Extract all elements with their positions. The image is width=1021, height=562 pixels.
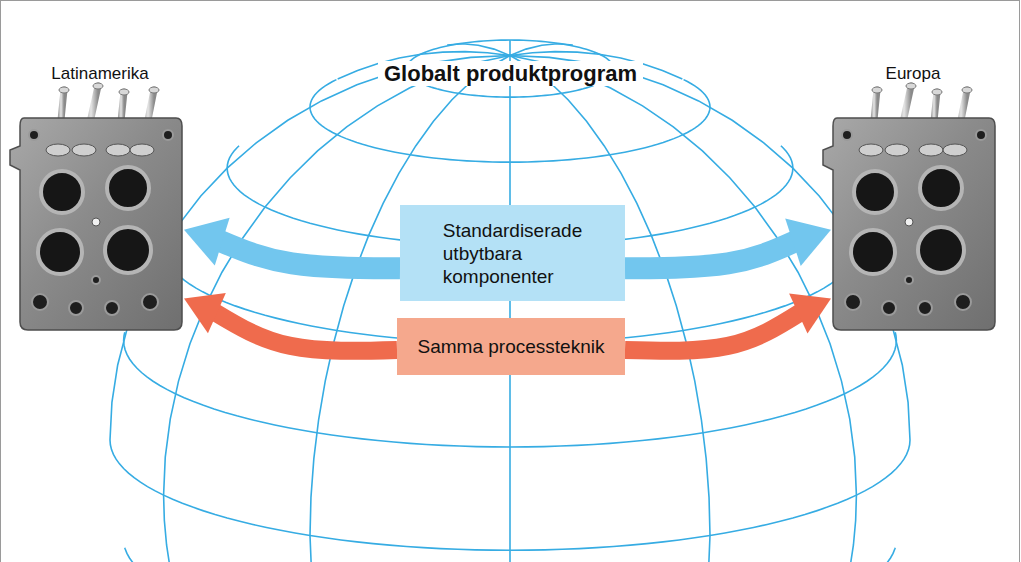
arrow-shaft <box>625 242 795 269</box>
cylinder-head <box>10 83 182 330</box>
arrow-connector <box>625 294 831 351</box>
arrowhead <box>785 218 831 266</box>
globe-line <box>510 55 856 562</box>
globe-line <box>310 80 710 163</box>
box-label: Samma processteknik <box>418 335 605 358</box>
diagram-title: Globalt produktprogram <box>378 61 643 86</box>
arrowhead <box>789 294 831 334</box>
globe-line <box>310 55 510 562</box>
globe <box>110 40 910 562</box>
globe-line <box>509 55 511 562</box>
arrow-shaft <box>215 312 397 350</box>
region-heading: Europa <box>831 62 995 86</box>
arrow-shaft <box>220 241 400 268</box>
arrowhead <box>184 293 226 333</box>
box-label: Standardiserade utbytbara komponenter <box>443 219 582 288</box>
arrow-shaft <box>625 313 800 351</box>
region-heading: Latinamerika <box>16 62 184 86</box>
process-box: Samma processteknik <box>397 318 625 375</box>
globe-line <box>510 44 573 56</box>
arrow-connector <box>184 218 400 269</box>
image-panel: Europa <box>831 62 995 337</box>
globe-line <box>124 332 897 447</box>
globe-line <box>164 55 510 562</box>
component-box: Standardiserade utbytbara komponenter <box>400 205 625 301</box>
globe-line <box>110 440 910 550</box>
globe-line <box>509 40 511 55</box>
arrow-connector <box>184 293 397 351</box>
image-panel: Latinamerika <box>16 62 184 337</box>
cylinder-head <box>823 83 995 330</box>
arrow-connector <box>625 218 831 268</box>
arrowhead <box>184 218 230 266</box>
